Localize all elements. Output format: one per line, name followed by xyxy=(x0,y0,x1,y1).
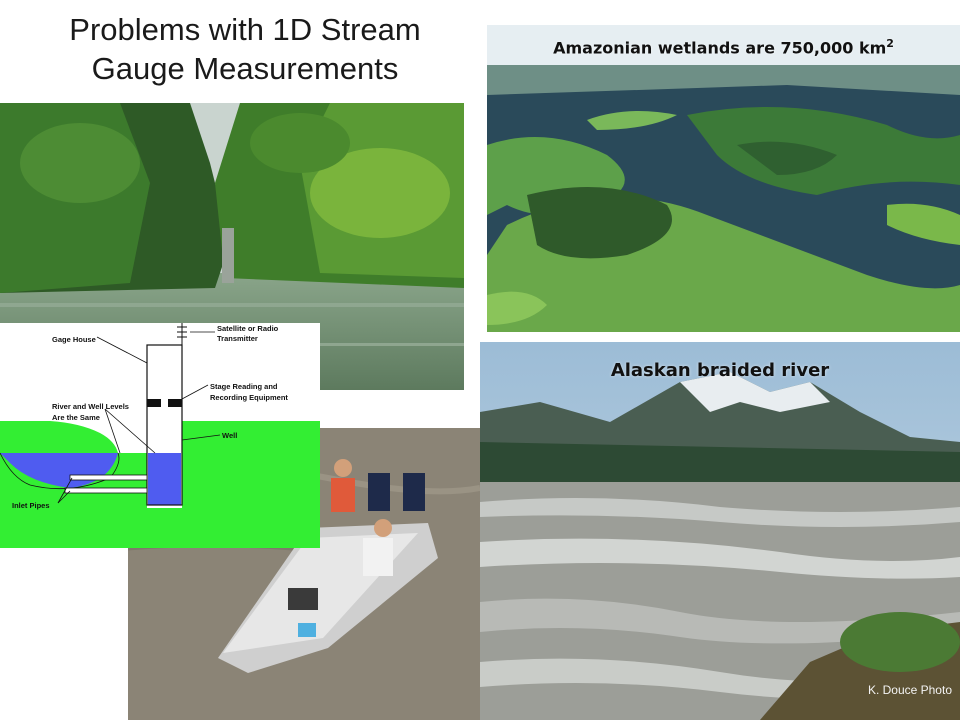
inlet-pipe-lower xyxy=(64,487,148,494)
gage-house xyxy=(146,344,183,506)
well-water xyxy=(148,453,181,505)
jungle-river-photo xyxy=(0,103,464,390)
label-satellite-line-2: Transmitter xyxy=(217,334,258,343)
label-well: Well xyxy=(222,431,237,440)
alaska-caption: Alaskan braided river xyxy=(610,360,830,381)
label-stage-line-2: Recording Equipment xyxy=(210,393,288,402)
label-stage-line-1: Stage Reading and xyxy=(210,382,278,391)
label-river-line-2: Are the Same xyxy=(52,413,100,422)
photo-credit: K. Douce Photo xyxy=(867,683,952,697)
slide-title-line-1: Problems with 1D Stream xyxy=(69,12,421,47)
stream-gage-diagram: Gage House Satellite or Radio Transmitte… xyxy=(0,323,320,548)
label-inlet-pipes: Inlet Pipes xyxy=(12,501,50,510)
slide-title-line-2: Gauge Measurements xyxy=(91,51,399,86)
label-gage-house: Gage House xyxy=(52,335,96,344)
alaska-braided-river-photo xyxy=(480,342,960,720)
label-satellite-line-1: Satellite or Radio xyxy=(217,324,279,333)
inlet-pipe-upper xyxy=(69,474,148,481)
recording-equipment-left xyxy=(147,399,161,407)
ground-area xyxy=(0,421,320,548)
recording-equipment-right xyxy=(168,399,182,407)
caption-superscript: 2 xyxy=(886,37,894,50)
amazon-caption: Amazonian wetlands are 750,000 km2 xyxy=(553,37,894,58)
slide-title: Problems with 1D Stream Gauge Measuremen… xyxy=(0,10,490,88)
amazon-wetlands-photo xyxy=(487,25,960,332)
label-river-line-1: River and Well Levels xyxy=(52,402,129,411)
